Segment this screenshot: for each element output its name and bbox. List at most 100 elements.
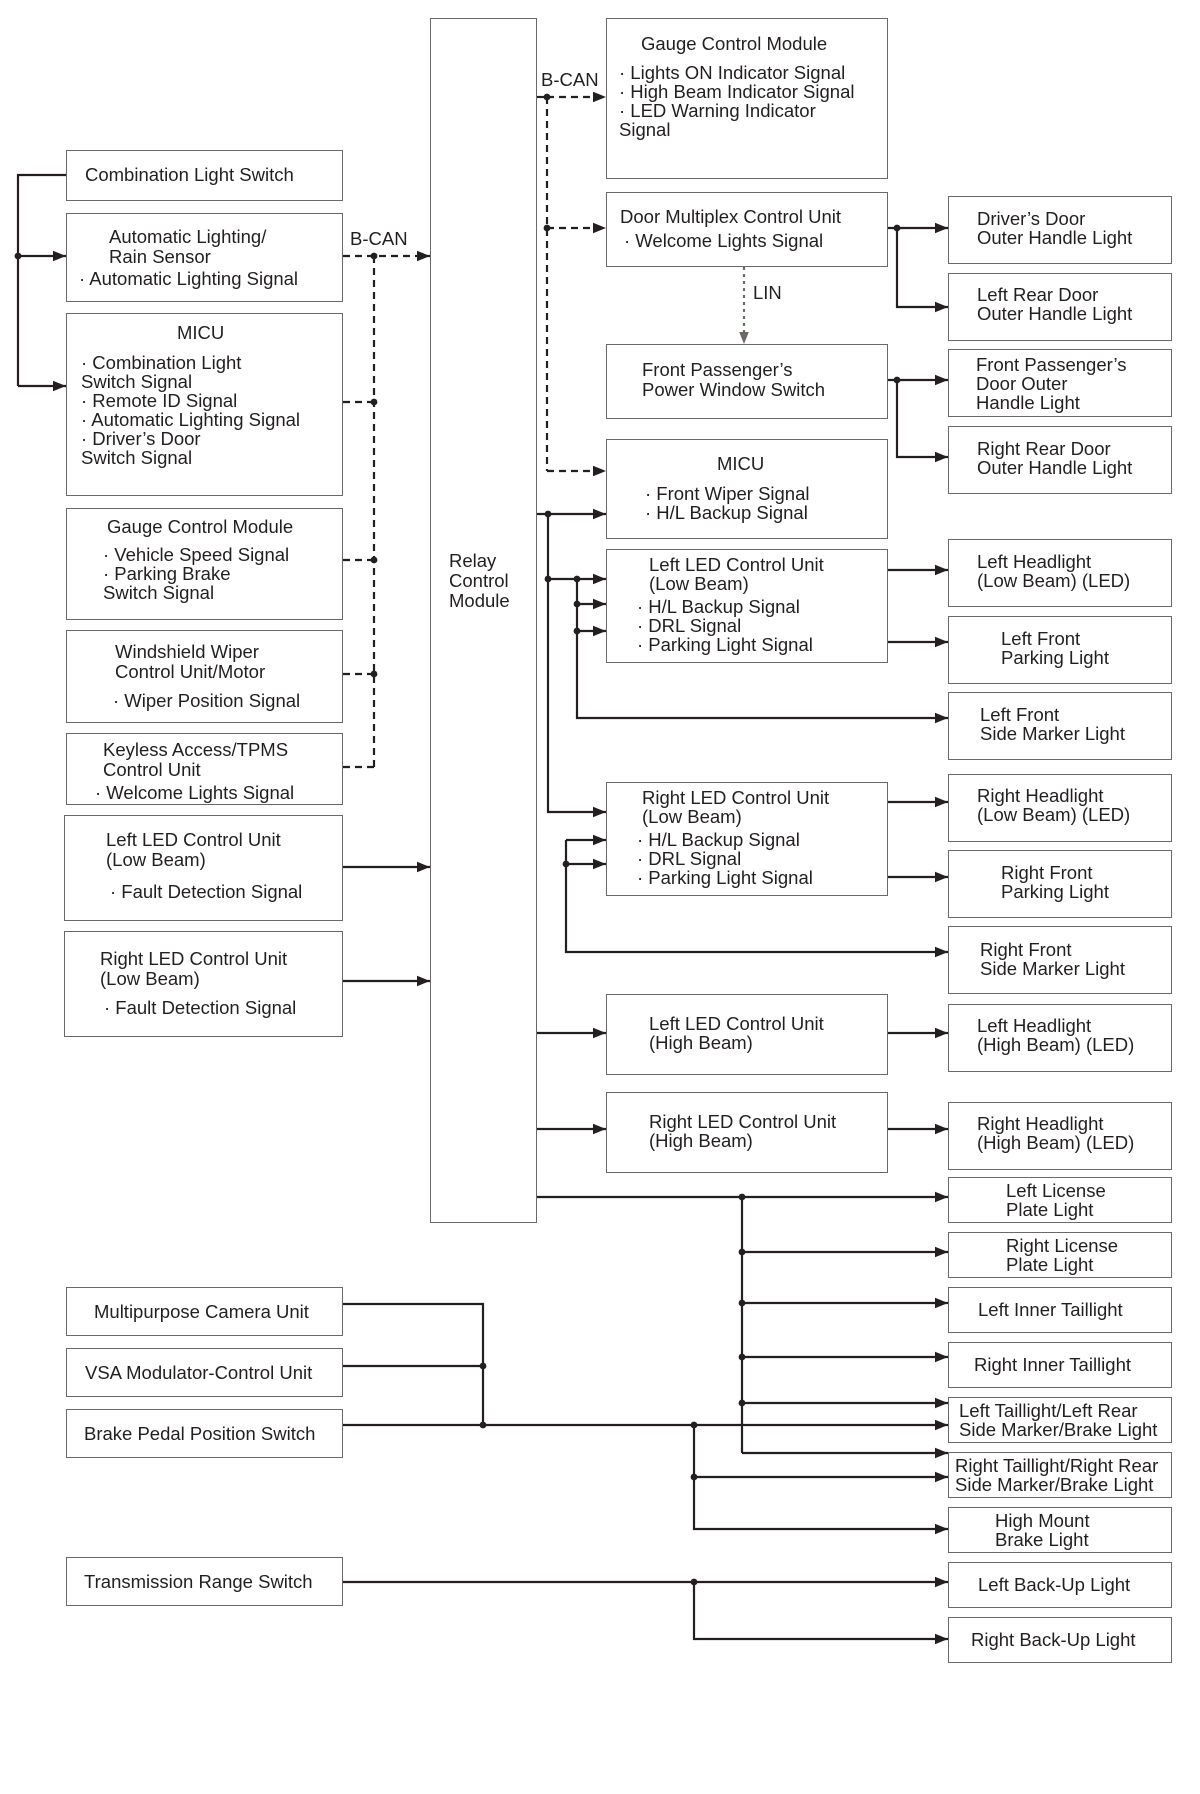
junction-dot xyxy=(738,1299,746,1307)
right-taillight-side-marker-brake-light-box: Right Taillight/Right Rear Side Marker/B… xyxy=(948,1452,1172,1498)
box-text: Left LED Control Unit xyxy=(649,1013,824,1034)
box-text: Left Rear Door xyxy=(977,284,1099,305)
box-text: Right Inner Taillight xyxy=(974,1354,1131,1375)
junction-dot xyxy=(562,860,570,868)
box-text: · H/L Backup Signal xyxy=(637,829,800,850)
box-text: Right Taillight/Right Rear xyxy=(955,1455,1159,1476)
box-text: Transmission Range Switch xyxy=(84,1571,313,1592)
box-text: Front Passenger’s xyxy=(642,359,793,380)
box-text: (High Beam) (LED) xyxy=(977,1034,1135,1055)
box-text: Switch Signal xyxy=(81,371,193,392)
box-text: Left Taillight/Left Rear xyxy=(959,1400,1138,1421)
box-text: Right Headlight xyxy=(977,1113,1104,1134)
junction-dot xyxy=(893,224,901,232)
box-text: · Vehicle Speed Signal xyxy=(103,544,290,565)
box-text: · Welcome Lights Signal xyxy=(95,782,295,803)
signal-arrow xyxy=(895,228,948,313)
left-led-low-beam-input-box: Left LED Control Unit (Low Beam) · Fault… xyxy=(64,815,343,921)
box-text: · DRL Signal xyxy=(637,615,742,636)
left-front-side-marker-light-box: Left Front Side Marker Light xyxy=(948,692,1172,760)
box-text: · Driver’s Door xyxy=(81,428,201,449)
vsa-modulator-control-unit-box: VSA Modulator-Control Unit xyxy=(66,1348,343,1397)
junction-dot xyxy=(573,575,581,583)
box-text: · Parking Light Signal xyxy=(637,867,813,888)
door-multiplex-control-unit-box: Door Multiplex Control Unit · Welcome Li… xyxy=(606,192,888,267)
box-text: · Front Wiper Signal xyxy=(645,483,810,504)
box-text: Driver’s Door xyxy=(977,208,1086,229)
right-front-side-marker-light-box: Right Front Side Marker Light xyxy=(948,926,1172,994)
box-text: Brake Pedal Position Switch xyxy=(84,1423,316,1444)
auto-lighting-rain-sensor-box: Automatic Lighting/ Rain Sensor · Automa… xyxy=(66,213,343,302)
signal-line xyxy=(16,173,66,386)
high-mount-brake-light-box: High Mount Brake Light xyxy=(948,1507,1172,1553)
box-text: · DRL Signal xyxy=(637,848,742,869)
box-text: Right LED Control Unit xyxy=(649,1111,837,1132)
right-headlight-high-beam-box: Right Headlight (High Beam) (LED) xyxy=(948,1102,1172,1170)
box-text: Control Unit xyxy=(103,759,201,780)
signal-arrow xyxy=(692,1582,948,1645)
relay-control-module: Relay Control Module xyxy=(430,18,537,1223)
box-text: Parking Light xyxy=(1001,881,1109,902)
box-text: Power Window Switch xyxy=(642,379,826,400)
box-text: · Remote ID Signal xyxy=(81,390,238,411)
box-text: · H/L Backup Signal xyxy=(637,596,800,617)
left-taillight-side-marker-brake-light-box: Left Taillight/Left Rear Side Marker/Bra… xyxy=(948,1397,1172,1443)
box-text: Side Marker/Brake Light xyxy=(959,1419,1158,1440)
signal-arrow xyxy=(546,514,606,818)
right-rear-door-outer-handle-light-box: Right Rear Door Outer Handle Light xyxy=(948,426,1172,494)
box-text: Rain Sensor xyxy=(109,246,211,267)
transmission-range-switch-box: Transmission Range Switch xyxy=(66,1557,343,1606)
junction-dot xyxy=(543,224,551,232)
junction-dot xyxy=(738,1248,746,1256)
box-text: (Low Beam) (LED) xyxy=(977,570,1131,591)
relay-line-2: Control xyxy=(449,570,509,591)
box-text: · Lights ON Indicator Signal xyxy=(619,62,846,83)
keyless-access-tpms-box: Keyless Access/TPMS Control Unit · Welco… xyxy=(66,733,343,805)
right-license-plate-light-box: Right License Plate Light xyxy=(948,1232,1172,1278)
box-text: Side Marker Light xyxy=(980,958,1125,979)
signal-arrow xyxy=(895,380,948,463)
signal-arrow xyxy=(692,1425,948,1535)
box-title: Left LED Control Unit xyxy=(649,554,824,575)
left-back-up-light-box: Left Back-Up Light xyxy=(948,1562,1172,1608)
brake-pedal-position-switch-box: Brake Pedal Position Switch xyxy=(66,1409,343,1458)
box-text: Left Front xyxy=(980,704,1060,725)
right-led-low-beam-output-box: Right LED Control Unit (Low Beam) · H/L … xyxy=(606,782,888,896)
box-text: Outer Handle Light xyxy=(977,303,1133,324)
box-title: MICU xyxy=(177,322,225,343)
box-text: · High Beam Indicator Signal xyxy=(619,81,855,102)
junction-dot xyxy=(370,556,378,564)
junction-dot xyxy=(573,627,581,635)
box-text: · Fault Detection Signal xyxy=(110,881,303,902)
box-text: Plate Light xyxy=(1006,1254,1094,1275)
box-text: Plate Light xyxy=(1006,1199,1094,1220)
box-text: (High Beam) xyxy=(649,1032,753,1053)
junction-dot xyxy=(690,1421,698,1429)
box-title: MICU xyxy=(717,453,765,474)
left-led-low-beam-output-box: Left LED Control Unit (Low Beam) · H/L B… xyxy=(606,549,888,663)
box-text: Automatic Lighting/ xyxy=(109,226,267,247)
junction-dot xyxy=(738,1399,746,1407)
windshield-wiper-box: Windshield Wiper Control Unit/Motor · Wi… xyxy=(66,630,343,723)
box-text: Combination Light Switch xyxy=(85,164,294,185)
left-headlight-high-beam-box: Left Headlight (High Beam) (LED) xyxy=(948,1004,1172,1072)
left-inner-taillight-box: Left Inner Taillight xyxy=(948,1287,1172,1333)
signal-line xyxy=(343,1302,485,1425)
right-led-low-beam-input-box: Right LED Control Unit (Low Beam) · Faul… xyxy=(64,931,343,1037)
box-text: Switch Signal xyxy=(81,447,193,468)
box-text: Door Outer xyxy=(976,373,1068,394)
junction-dot xyxy=(738,1193,746,1201)
box-text: Switch Signal xyxy=(103,582,215,603)
right-inner-taillight-box: Right Inner Taillight xyxy=(948,1342,1172,1388)
junction-dot xyxy=(370,398,378,406)
left-license-plate-light-box: Left License Plate Light xyxy=(948,1177,1172,1223)
box-text: Left Inner Taillight xyxy=(978,1299,1123,1320)
box-text: (Low Beam) xyxy=(100,968,200,989)
box-text: Side Marker/Brake Light xyxy=(955,1474,1154,1495)
bcan-label-left: B-CAN xyxy=(350,228,408,249)
box-text: VSA Modulator-Control Unit xyxy=(85,1362,313,1383)
multipurpose-camera-unit-box: Multipurpose Camera Unit xyxy=(66,1287,343,1336)
drivers-door-outer-handle-light-box: Driver’s Door Outer Handle Light xyxy=(948,196,1172,264)
box-text: Left LED Control Unit xyxy=(106,829,281,850)
box-text: Right Front xyxy=(1001,862,1093,883)
